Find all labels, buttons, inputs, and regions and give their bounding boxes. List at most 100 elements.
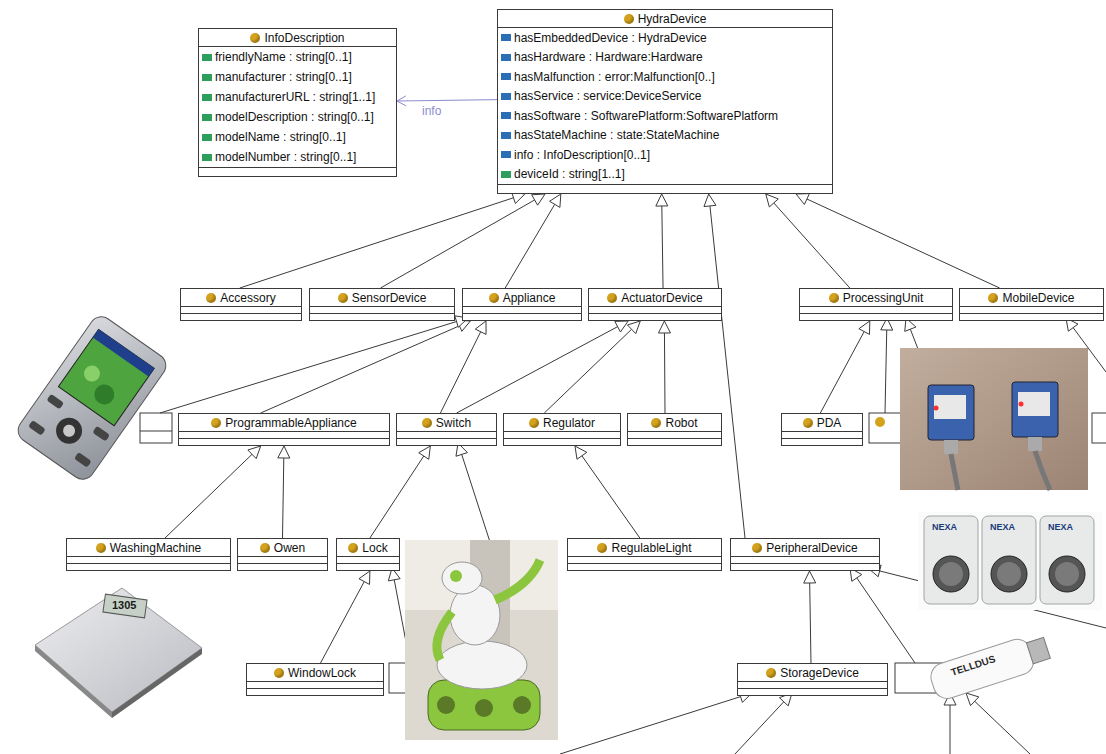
- partial-generalization: [456, 443, 490, 542]
- class-icon: [597, 543, 607, 553]
- class-icon: [211, 418, 221, 428]
- class-icon: [803, 418, 813, 428]
- attribute-icon: [501, 54, 511, 61]
- class-icon: [250, 33, 260, 43]
- attribute-icon: [202, 134, 212, 141]
- attribute-compartment: [67, 557, 230, 564]
- attribute-text: modelNumber : string[0..1]: [215, 150, 356, 164]
- connector-line: [321, 582, 365, 663]
- operation-compartment: [738, 689, 887, 695]
- association-label: info: [422, 104, 441, 118]
- operation-compartment: [568, 564, 721, 570]
- class-name: PeripheralDevice: [766, 541, 857, 555]
- operation-compartment: [800, 314, 952, 320]
- class-box: ActuatorDevice: [588, 288, 722, 321]
- generalization-arrow: [261, 320, 471, 413]
- connector-line: [710, 206, 745, 538]
- generalization-head: [859, 321, 870, 334]
- attribute-text: modelName : string[0..1]: [215, 130, 346, 144]
- compartment-line: [140, 431, 172, 432]
- class-icon: [348, 543, 358, 553]
- class-box: Regulator: [503, 413, 621, 446]
- attribute-row: hasEmbeddedDevice : HydraDevice: [498, 28, 832, 48]
- attribute-compartment: [179, 432, 389, 439]
- attribute-row: hasMalfunction : error:Malfunction[0..]: [498, 67, 832, 87]
- class-box: HydraDevice hasEmbeddedDevice : HydraDevi…: [497, 9, 833, 194]
- connector-line: [807, 199, 1000, 288]
- attribute-text: hasService : service:DeviceService: [514, 89, 701, 103]
- hidden-class-box: [140, 413, 172, 443]
- class-box: PeripheralDevice: [730, 538, 880, 571]
- attribute-icon: [202, 154, 212, 161]
- class-icon: [651, 418, 661, 428]
- attribute-text: hasStateMachine : state:StateMachine: [514, 128, 719, 142]
- class-header: StorageDevice: [738, 664, 887, 682]
- generalization-head: [966, 693, 979, 706]
- attribute-icon: [202, 74, 212, 81]
- attribute-compartment: [738, 682, 887, 689]
- generalization-head: [550, 194, 561, 207]
- attribute-icon: [501, 34, 511, 41]
- operation-compartment: [67, 564, 230, 570]
- class-icon: [422, 418, 432, 428]
- class-name: ProgrammableAppliance: [225, 416, 356, 430]
- attribute-row: info : InfoDescription[0..1]: [498, 145, 832, 165]
- class-name: PDA: [817, 416, 842, 430]
- class-icon: [988, 293, 998, 303]
- connector-line: [165, 454, 252, 538]
- class-header: ProgrammableAppliance: [179, 414, 389, 432]
- attribute-text: manufacturerURL : string[1..1]: [215, 90, 375, 104]
- class-icon: [752, 543, 762, 553]
- class-box: PDA: [781, 413, 863, 446]
- connector-line: [820, 332, 864, 413]
- attribute-list: friendlyName : string[0..1]manufacturer …: [199, 47, 396, 168]
- attribute-text: hasHardware : Hardware:Hardware: [514, 50, 703, 64]
- generalization-head: [419, 446, 431, 459]
- class-header: Regulator: [504, 414, 620, 432]
- connector-line: [283, 458, 284, 538]
- generalization-arrow: [440, 321, 486, 413]
- attribute-row: manufacturerURL : string[1..1]: [199, 87, 396, 107]
- attribute-compartment: [463, 307, 581, 314]
- generalization-head: [615, 321, 628, 332]
- generalization-head: [248, 446, 261, 459]
- class-name: SensorDevice: [352, 291, 427, 305]
- association-arrow: [397, 96, 497, 106]
- class-name: Regulator: [543, 416, 595, 430]
- attribute-compartment: [800, 307, 952, 314]
- attribute-icon: [501, 93, 511, 100]
- photo-label: 1305: [112, 599, 136, 611]
- operation-compartment: [463, 314, 581, 320]
- class-icon: [260, 543, 270, 553]
- photo-label: NEXA: [932, 522, 957, 532]
- attribute-row: hasHardware : Hardware:Hardware: [498, 48, 832, 68]
- generalization-arrow: [704, 194, 745, 538]
- connector-line: [735, 702, 784, 754]
- class-name: HydraDevice: [638, 12, 707, 26]
- attribute-icon: [202, 114, 212, 121]
- class-box: WindowLock: [246, 663, 384, 696]
- class-box: WashingMachine: [66, 538, 231, 571]
- attribute-text: modelDescription : string[0..1]: [215, 110, 374, 124]
- partial-generalization: [560, 691, 752, 754]
- class-name: Accessory: [220, 291, 275, 305]
- generalization-arrow: [321, 571, 370, 663]
- generalization-head: [627, 321, 640, 334]
- class-icon: [489, 293, 499, 303]
- class-header: HydraDevice: [498, 10, 832, 28]
- attribute-compartment: [782, 432, 862, 439]
- photo-label: NEXA: [1048, 522, 1073, 532]
- class-name: MobileDevice: [1002, 291, 1074, 305]
- connector-line: [662, 206, 663, 288]
- attribute-icon: [202, 94, 212, 101]
- attribute-icon: [501, 171, 511, 178]
- telldus-stick-photo: [927, 631, 1052, 702]
- class-header: PDA: [782, 414, 862, 432]
- generalization-arrow: [370, 446, 430, 538]
- connector-line: [857, 578, 915, 663]
- partial-generalization: [735, 693, 792, 754]
- attribute-compartment: [568, 557, 721, 564]
- connector-line: [544, 329, 631, 413]
- generalization-head: [278, 446, 290, 458]
- attribute-compartment: [589, 307, 721, 314]
